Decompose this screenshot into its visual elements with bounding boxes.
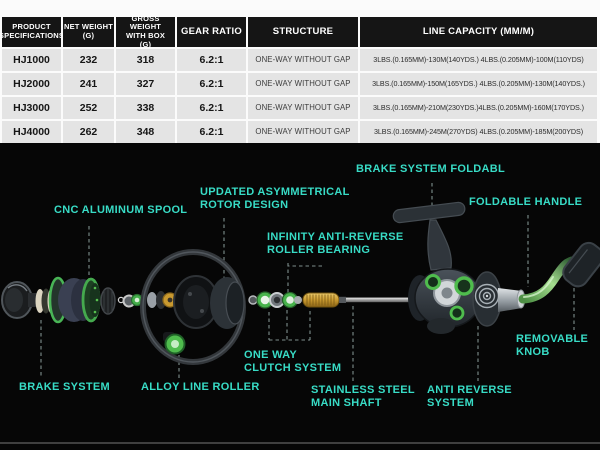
col-header-line-capacity: LINE CAPACITY (MM/M) — [360, 17, 597, 47]
label-removable-knob: REMOVABLE KNOB — [516, 333, 589, 358]
one-way-clutch-part — [302, 292, 340, 308]
net-weight-cell: 252 — [63, 97, 114, 119]
main-shaft-part — [339, 296, 417, 303]
reel-exploded-view-drawing — [1, 183, 600, 381]
gross-weight-cell: 318 — [116, 49, 175, 71]
table-row: HJ3000 252 338 6.2:1 ONE-WAY WITHOUT GAP… — [2, 97, 597, 119]
structure-cell: ONE-WAY WITHOUT GAP — [248, 121, 358, 143]
net-weight-cell: 262 — [63, 121, 114, 143]
col-header-structure: STRUCTURE — [248, 17, 358, 47]
rotor-bail-part — [140, 249, 246, 365]
col-header-net-weight: NET WEIGHT (G) — [63, 17, 114, 47]
handle-part — [498, 256, 577, 312]
gear-ratio-cell: 6.2:1 — [177, 73, 246, 95]
bottom-border-line — [0, 442, 600, 444]
table-row: HJ1000 232 318 6.2:1 ONE-WAY WITHOUT GAP… — [2, 49, 597, 71]
gross-weight-cell: 348 — [116, 121, 175, 143]
line-capacity-cell: 3LBS.(0.165MM)-245M(270YDS) 4LBS.(0.205M… — [360, 121, 597, 143]
table-header-row: PRODUCT SPECIFICATIONS NET WEIGHT (G) GR… — [0, 14, 597, 48]
line-capacity-cell: 3LBS.(0.165MM)-150M(165YDS.) 4LBS.(0.205… — [360, 73, 597, 95]
label-stainless-main-shaft: STAINLESS STEEL MAIN SHAFT — [311, 384, 415, 409]
structure-cell: ONE-WAY WITHOUT GAP — [248, 73, 358, 95]
line-roller-part — [163, 332, 186, 355]
structure-cell: ONE-WAY WITHOUT GAP — [248, 97, 358, 119]
model-cell: HJ1000 — [2, 49, 61, 71]
exploded-diagram-section: CNC ALUMINUM SPOOL UPDATED ASYMMETRICAL … — [0, 143, 600, 450]
col-header-product: PRODUCT SPECIFICATIONS — [0, 17, 64, 47]
net-weight-cell: 241 — [63, 73, 114, 95]
model-cell: HJ2000 — [2, 73, 61, 95]
drag-click-disc-part — [100, 287, 116, 315]
label-brake-system: BRAKE SYSTEM — [19, 381, 110, 393]
line-capacity-cell: 3LBS.(0.165MM)-210M(230YDS.)4LBS.(0.205M… — [360, 97, 597, 119]
callout-connector-lines — [40, 183, 575, 381]
label-cnc-aluminum-spool: CNC ALUMINUM SPOOL — [54, 204, 188, 216]
col-header-gear-ratio: GEAR RATIO — [177, 17, 246, 47]
gear-ratio-cell: 6.2:1 — [177, 121, 246, 143]
table-row: HJ2000 241 327 6.2:1 ONE-WAY WITHOUT GAP… — [2, 73, 597, 95]
anti-reverse-bearing-part — [248, 291, 302, 309]
label-alloy-line-roller: ALLOY LINE ROLLER — [141, 381, 260, 393]
label-brake-system-foldable: BRAKE SYSTEM FOLDABL — [356, 163, 505, 175]
reel-body-part — [392, 201, 482, 334]
net-weight-cell: 232 — [63, 49, 114, 71]
spec-table-section: PRODUCT SPECIFICATIONS NET WEIGHT (G) GR… — [0, 0, 600, 143]
spool-part — [48, 276, 101, 324]
handle-knob-part — [562, 241, 600, 288]
label-one-way-clutch: ONE WAY CLUTCH SYSTEM — [244, 349, 342, 374]
structure-cell: ONE-WAY WITHOUT GAP — [248, 49, 358, 71]
col-header-gross-weight: GROSS WEIGHT WITH BOX (G) — [116, 14, 175, 48]
model-cell: HJ4000 — [2, 121, 61, 143]
label-infinity-bearing: INFINITY ANTI-REVERSE ROLLER BEARING — [267, 231, 404, 256]
drag-knob-part — [1, 281, 37, 319]
table-row: HJ4000 262 348 6.2:1 ONE-WAY WITHOUT GAP… — [2, 121, 597, 143]
line-capacity-cell: 3LBS.(0.165MM)-130M(140YDS.) 4LBS.(0.205… — [360, 49, 597, 71]
spec-table: PRODUCT SPECIFICATIONS NET WEIGHT (G) GR… — [0, 14, 597, 143]
gross-weight-cell: 338 — [116, 97, 175, 119]
label-rotor-design: UPDATED ASYMMETRICAL ROTOR DESIGN — [200, 186, 350, 211]
label-foldable-handle: FOLDABLE HANDLE — [469, 196, 583, 208]
gear-ratio-cell: 6.2:1 — [177, 97, 246, 119]
model-cell: HJ3000 — [2, 97, 61, 119]
side-plate-part — [472, 271, 502, 327]
gear-ratio-cell: 6.2:1 — [177, 49, 246, 71]
small-washers-part — [117, 293, 144, 308]
gross-weight-cell: 327 — [116, 73, 175, 95]
label-anti-reverse-system: ANTI REVERSE SYSTEM — [427, 384, 512, 409]
